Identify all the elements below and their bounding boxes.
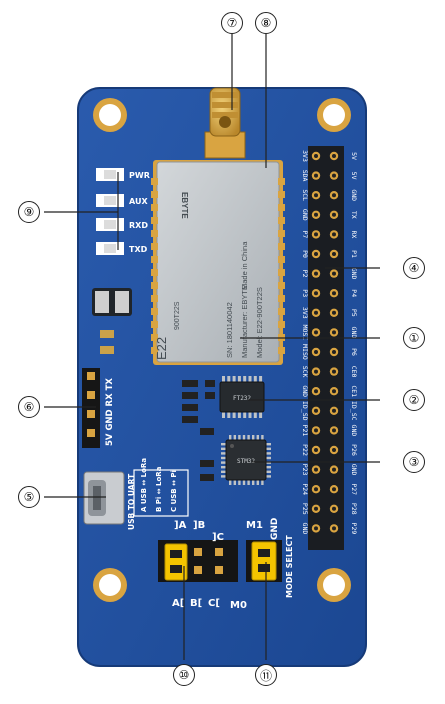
gpio-label-left: SCK <box>301 366 309 378</box>
gpio-label-right: 5V <box>350 172 358 180</box>
chip3-marking: STM32 <box>237 458 255 465</box>
gpio-label-right: CE0 <box>350 366 358 378</box>
gpio-label-right: P4 <box>350 289 358 297</box>
gpio-label-right: ID_SC <box>350 401 358 421</box>
uart-header <box>82 368 100 448</box>
led-label: RXD <box>129 221 148 230</box>
sma-antenna-connector <box>204 87 246 159</box>
callout-2: ② <box>403 389 425 411</box>
gpio-label-right: P28 <box>350 503 358 515</box>
gpio-label-right: GND <box>350 268 358 280</box>
mode-select-label: MODE SELECT <box>285 535 294 598</box>
gpio-label-left: ID_SD <box>301 401 309 421</box>
callout-7: ⑦ <box>221 12 243 34</box>
callout-5: ⑤ <box>18 486 40 508</box>
passive-components <box>92 288 215 481</box>
usb-to-uart-label: USB TO UART <box>127 473 136 530</box>
module-manufacturer: Manufacturer: EBYTE <box>240 285 249 358</box>
led-label: PWR <box>129 171 150 180</box>
mcu-chip <box>221 435 271 485</box>
gpio-label-right: P27 <box>350 483 358 495</box>
gpio-label-left: P22 <box>301 444 309 456</box>
callout-lines <box>44 34 380 660</box>
gpio-label-left: P24 <box>301 483 309 495</box>
gpio-label-left: P25 <box>301 503 309 515</box>
callout-4: ④ <box>403 257 425 279</box>
gpio-label-left: P23 <box>301 464 309 476</box>
callout-1: ① <box>403 327 425 349</box>
gpio-label-left: SDA <box>301 170 309 182</box>
jumper-label-c: ]C <box>212 532 224 543</box>
module-model-line: Model: E22-900T22S <box>255 287 264 358</box>
callout-11: ⑪ <box>255 664 277 686</box>
gpio-label-left: P3 <box>301 289 309 297</box>
lora-module <box>151 160 285 365</box>
gpio-label-left: P7 <box>301 230 309 238</box>
gpio-label-left: P21 <box>301 425 309 437</box>
gpio-label-right: TX <box>350 211 358 219</box>
chip2-marking: FT232 <box>233 395 251 402</box>
module-made-in: Made in China <box>240 241 249 290</box>
gpio-label-left: GND <box>301 209 309 221</box>
usb-uart-chip <box>219 376 265 418</box>
gpio-label-left: 3V3 <box>301 150 309 162</box>
gpio-label-right: RX <box>350 230 358 238</box>
gpio-label-right: GND <box>350 189 358 201</box>
mode-table-frame <box>133 469 189 517</box>
jumper-label-b: ]B <box>193 520 205 531</box>
mode-table-row: A USB ↔ LoRa <box>140 458 148 512</box>
jumper-label-gnd: GND <box>270 518 280 540</box>
gpio-label-left: P0 <box>301 250 309 258</box>
jumper-label-m0: M0 <box>230 600 247 611</box>
callout-9: ⑨ <box>18 201 40 223</box>
uart-header-label: 5V GND RX TX <box>105 378 115 446</box>
gpio-label-right: P6 <box>350 348 358 356</box>
status-leds <box>96 168 124 255</box>
module-model: E22 <box>154 337 169 360</box>
led-label: AUX <box>129 197 148 206</box>
module-sn: SN: 1801140042 <box>225 302 234 358</box>
jumper-label-a: ]A <box>174 520 187 531</box>
gpio-label-left: MISO <box>301 344 309 360</box>
mode-table-row: C USB ↔ Pi <box>170 470 178 512</box>
mode-select-jumpers <box>246 540 282 582</box>
jumper-label-c-bottom: C[ <box>208 598 220 609</box>
jumper-label-a-bottom: A[ <box>172 598 184 609</box>
gpio-label-right: GND <box>350 327 358 339</box>
callout-8: ⑧ <box>255 12 277 34</box>
module-brand: EBYTE <box>180 192 189 219</box>
mode-table-row: B Pi ↔ LoRa <box>155 466 163 512</box>
gpio-label-right: P5 <box>350 309 358 317</box>
led-label: TXD <box>129 245 148 254</box>
gpio-label-right: P26 <box>350 444 358 456</box>
gpio-label-right: GND <box>350 425 358 437</box>
mounting-holes <box>93 98 351 602</box>
gpio-label-left: P2 <box>301 270 309 278</box>
jumper-label-m1: M1 <box>246 520 263 531</box>
gpio-label-left: GND <box>301 385 309 397</box>
gpio-label-left: 3V3 <box>301 307 309 319</box>
gpio-label-right: P29 <box>350 523 358 535</box>
gpio-label-right: 5V <box>350 152 358 160</box>
abc-jumpers <box>158 540 238 582</box>
callout-10: ⑩ <box>173 664 195 686</box>
module-part: 900T22S <box>174 301 181 330</box>
gpio-label-left: SCL <box>301 189 309 201</box>
gpio-label-left: MOSI <box>301 325 309 341</box>
micro-usb-port <box>83 471 125 525</box>
gpio-header <box>308 146 344 550</box>
jumper-label-b-bottom: B[ <box>190 598 202 609</box>
callout-3: ③ <box>403 451 425 473</box>
gpio-label-left: GND <box>301 523 309 535</box>
gpio-label-right: CE1 <box>350 385 358 397</box>
gpio-label-right: GND <box>350 464 358 476</box>
gpio-label-right: P1 <box>350 250 358 258</box>
callout-6: ⑥ <box>18 396 40 418</box>
